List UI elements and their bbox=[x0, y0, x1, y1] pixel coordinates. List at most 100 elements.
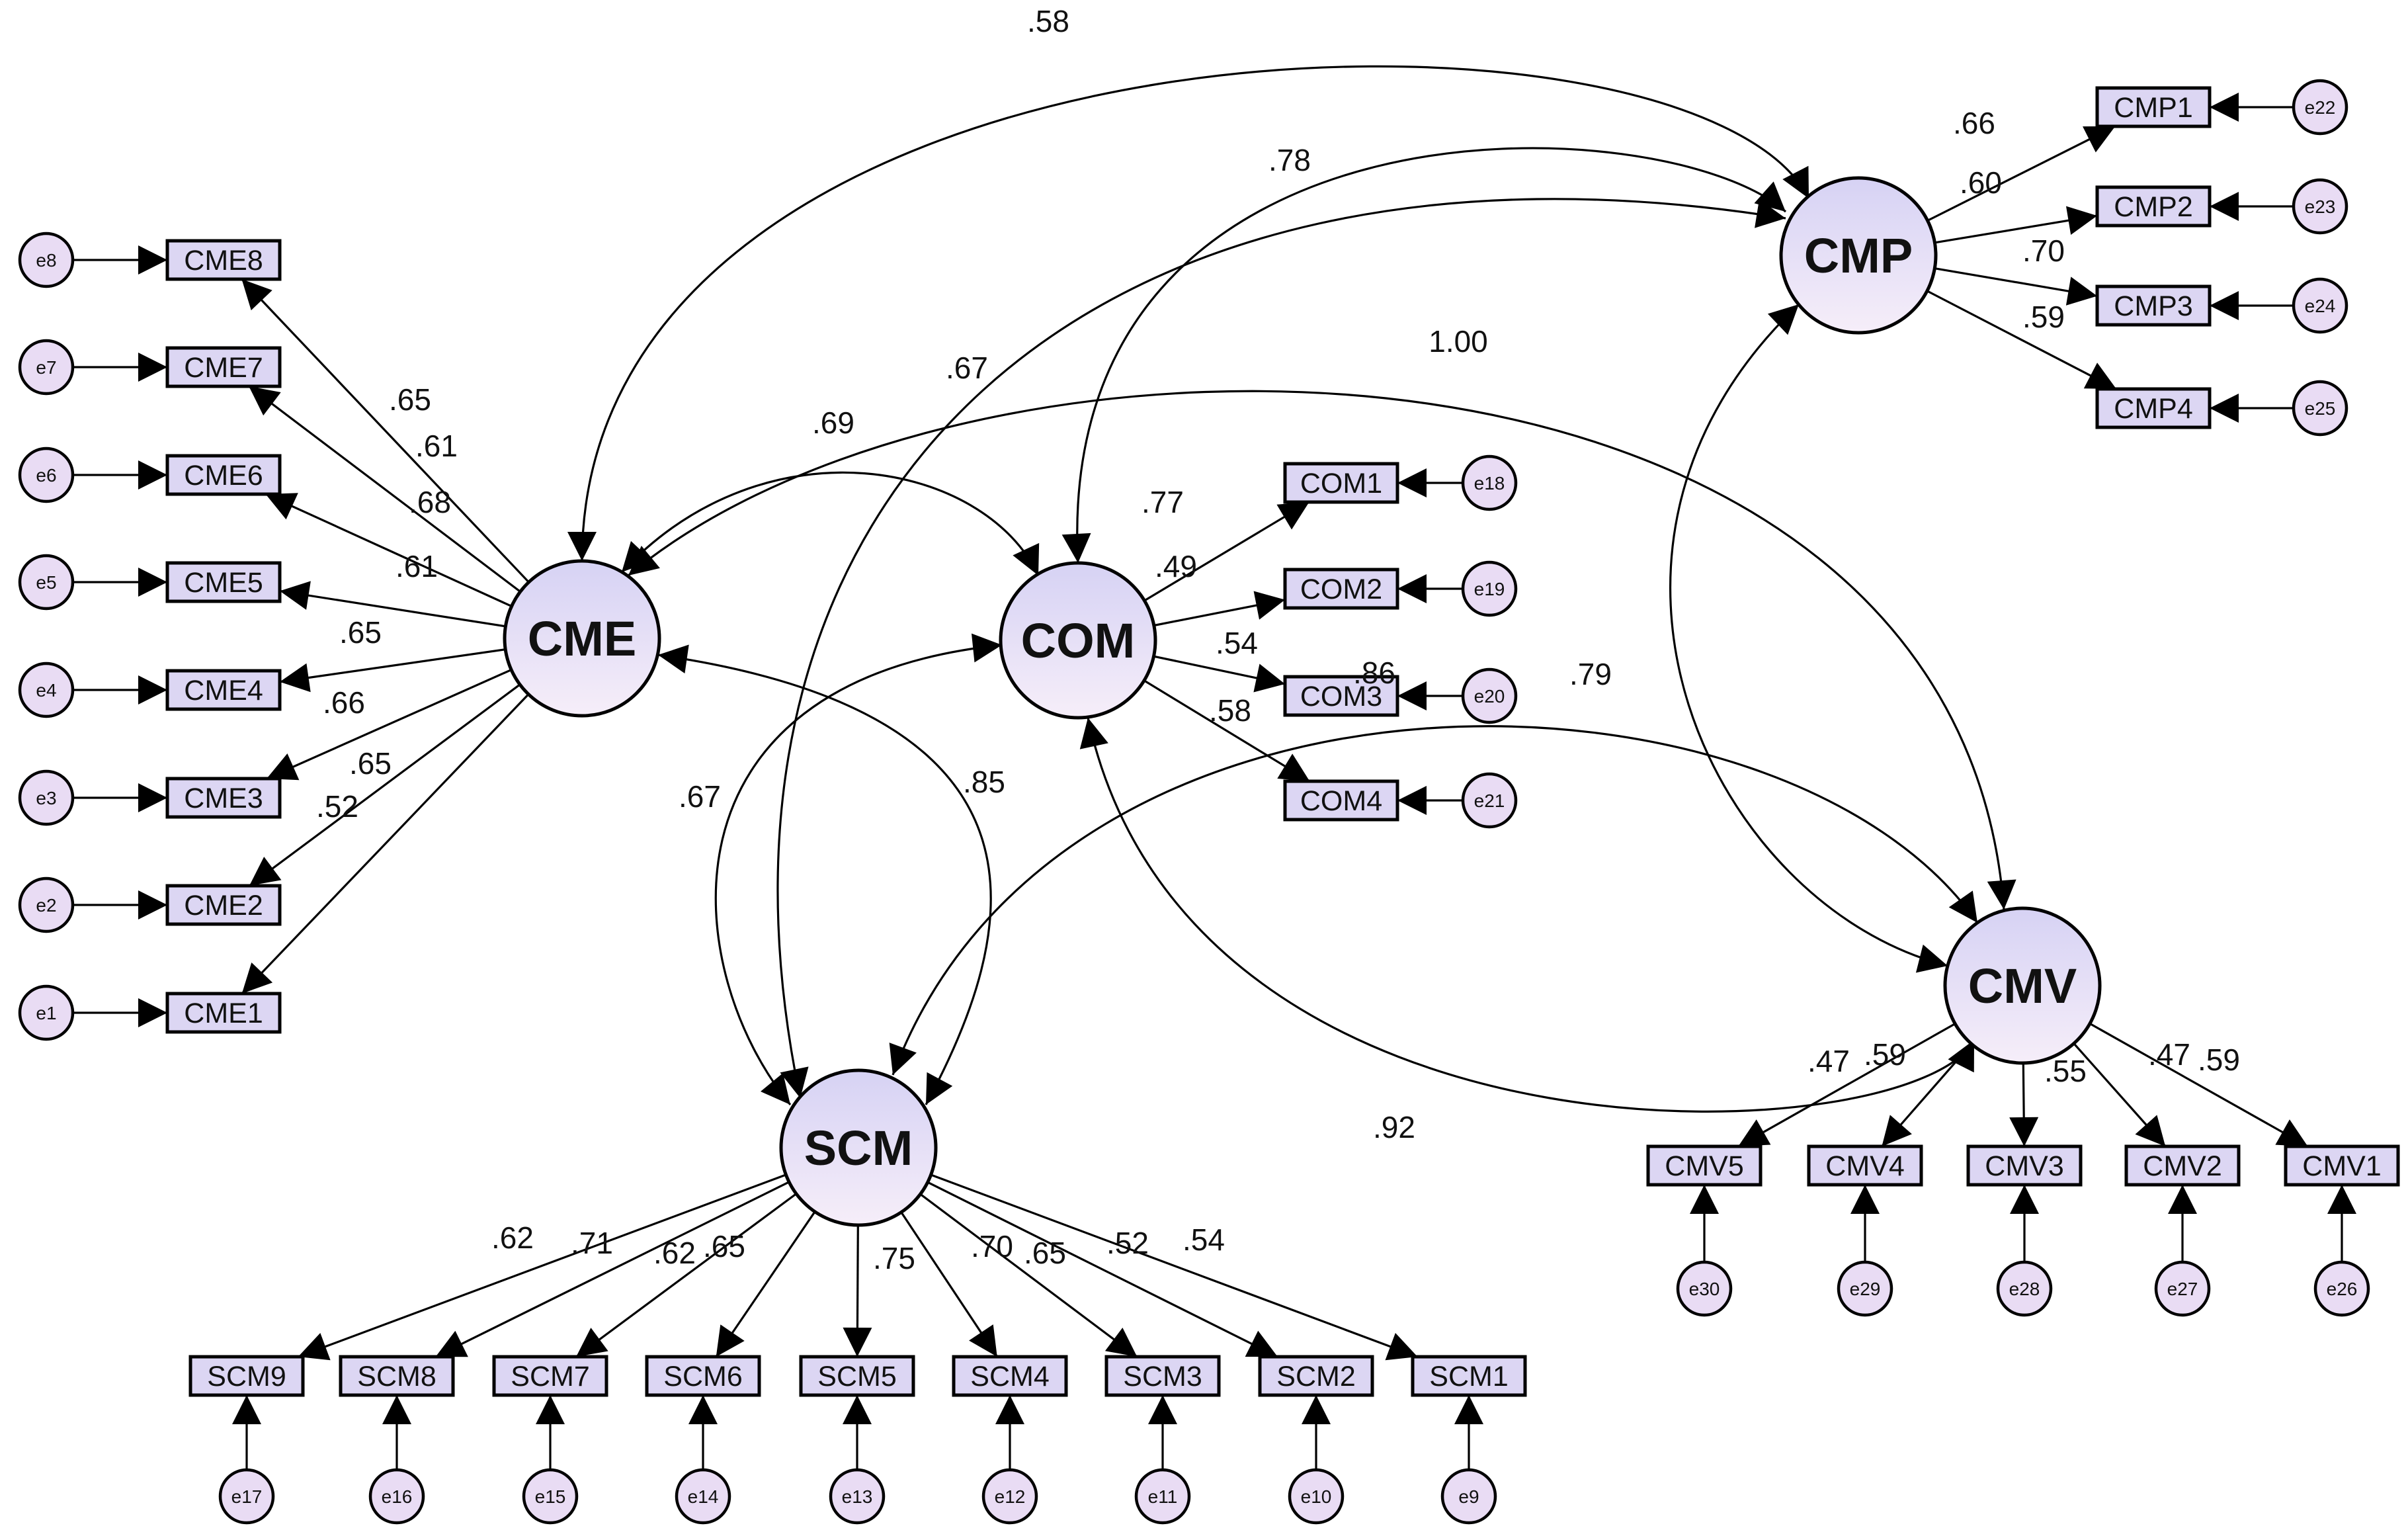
indicator-com4 bbox=[1283, 779, 1399, 822]
indicator-label-cmv4: CMV4 bbox=[1825, 1150, 1904, 1182]
indicator-cme3 bbox=[165, 777, 282, 819]
loading-path-cmv1 bbox=[2089, 1023, 2309, 1148]
loading-path-scm1 bbox=[931, 1174, 1418, 1361]
indicator-label-cme1: CME1 bbox=[184, 998, 263, 1029]
corr-value-cme_cmp: .58 bbox=[1027, 4, 1069, 38]
cov-cme-cmp bbox=[567, 65, 1810, 562]
corr-value-cmp_cmv: .79 bbox=[1569, 657, 1612, 691]
loading-path-cme6 bbox=[265, 493, 513, 607]
latent-label-cmv: CMV bbox=[1968, 959, 2077, 1013]
error-e13 bbox=[829, 1468, 886, 1525]
error-label-e9: e9 bbox=[1458, 1486, 1479, 1507]
corr-value-cme_scm: .85 bbox=[963, 765, 1005, 799]
indicator-com1 bbox=[1283, 462, 1399, 504]
loading-path-scm2 bbox=[927, 1181, 1278, 1358]
latent-label-cme: CME bbox=[528, 611, 636, 666]
indicator-label-com4: COM4 bbox=[1300, 785, 1382, 817]
loading-value-cme3: .66 bbox=[323, 685, 365, 720]
error-label-e13: e13 bbox=[842, 1486, 873, 1507]
indicator-label-scm1: SCM1 bbox=[1429, 1361, 1508, 1392]
error-label-e20: e20 bbox=[1474, 686, 1505, 706]
indicator-cme8 bbox=[165, 239, 282, 281]
indicator-cme6 bbox=[165, 454, 282, 496]
indicator-scm9 bbox=[188, 1355, 305, 1397]
indicator-label-cmp1: CMP1 bbox=[2114, 92, 2192, 124]
error-e8 bbox=[18, 232, 75, 288]
indicator-label-scm5: SCM5 bbox=[817, 1361, 896, 1392]
error-label-e26: e26 bbox=[2327, 1279, 2358, 1299]
error-label-e17: e17 bbox=[231, 1486, 263, 1507]
corr-value-cme_cmv: 1.00 bbox=[1429, 324, 1488, 359]
indicator-label-cmp4: CMP4 bbox=[2114, 393, 2192, 425]
indicator-cmv4 bbox=[1807, 1144, 1923, 1187]
loading-value-cmv4: .59 bbox=[1864, 1037, 1906, 1072]
loading-value-cme5: .61 bbox=[395, 549, 438, 583]
error-e11 bbox=[1134, 1468, 1191, 1525]
error-e6 bbox=[18, 447, 75, 503]
corr-value-com_cmp: .78 bbox=[1268, 143, 1311, 177]
indicator-com3 bbox=[1283, 675, 1399, 717]
error-e30 bbox=[1676, 1260, 1733, 1317]
error-e2 bbox=[18, 876, 75, 933]
loading-path-cmv3 bbox=[2009, 1062, 2039, 1147]
indicator-cme1 bbox=[165, 992, 282, 1034]
indicator-label-cmv3: CMV3 bbox=[1985, 1150, 2063, 1182]
error-label-e22: e22 bbox=[2305, 97, 2336, 118]
corr-value-scm_cmv: .86 bbox=[1353, 656, 1395, 690]
latent-scm bbox=[779, 1068, 938, 1227]
indicator-label-cmv5: CMV5 bbox=[1665, 1150, 1743, 1182]
indicator-cme5 bbox=[165, 561, 282, 603]
loading-path-cmp3 bbox=[1934, 267, 2098, 306]
error-e7 bbox=[18, 339, 75, 396]
error-label-e6: e6 bbox=[36, 465, 56, 486]
loading-path-scm3 bbox=[919, 1193, 1138, 1358]
error-e9 bbox=[1440, 1468, 1497, 1525]
error-label-e21: e21 bbox=[1474, 790, 1505, 811]
loading-path-cme7 bbox=[248, 385, 521, 593]
loading-value-cmv5: .47 bbox=[1807, 1044, 1850, 1078]
cov-cmp-cmv bbox=[1669, 303, 1948, 973]
latent-label-com: COM bbox=[1021, 613, 1136, 668]
error-label-e8: e8 bbox=[36, 250, 56, 271]
loading-path-scm5 bbox=[843, 1224, 872, 1357]
cov-scm-cmp bbox=[776, 198, 1786, 1099]
cov-cme-scm bbox=[657, 644, 992, 1105]
loading-value-scm8: .71 bbox=[571, 1226, 613, 1260]
error-label-e5: e5 bbox=[36, 572, 56, 593]
indicator-label-cme8: CME8 bbox=[184, 245, 263, 277]
error-label-e18: e18 bbox=[1474, 473, 1505, 493]
error-e10 bbox=[1288, 1468, 1345, 1525]
indicator-label-cme4: CME4 bbox=[184, 675, 263, 706]
corr-value-scm_cmp: .67 bbox=[946, 351, 988, 385]
indicator-cme4 bbox=[165, 669, 282, 711]
latent-cmp bbox=[1779, 176, 1938, 335]
indicator-scm3 bbox=[1104, 1355, 1221, 1397]
error-label-e7: e7 bbox=[36, 357, 56, 378]
loading-value-cme2: .65 bbox=[349, 746, 392, 781]
error-e19 bbox=[1461, 560, 1518, 617]
error-e5 bbox=[18, 554, 75, 611]
loading-path-cmv4 bbox=[1881, 1043, 1973, 1148]
error-label-e10: e10 bbox=[1301, 1486, 1332, 1507]
loading-value-cmp2: .60 bbox=[1960, 165, 2002, 200]
error-e22 bbox=[2292, 79, 2348, 136]
latent-label-scm: SCM bbox=[804, 1121, 913, 1175]
loading-path-cme5 bbox=[279, 581, 506, 628]
error-e26 bbox=[2313, 1260, 2370, 1317]
error-label-e30: e30 bbox=[1689, 1279, 1720, 1299]
error-label-e19: e19 bbox=[1474, 579, 1505, 599]
cov-cme-com bbox=[620, 471, 1040, 576]
loading-value-cme6: .68 bbox=[409, 485, 451, 519]
indicator-label-scm3: SCM3 bbox=[1123, 1361, 1202, 1392]
error-label-e2: e2 bbox=[36, 895, 56, 916]
indicator-label-scm7: SCM7 bbox=[511, 1361, 589, 1392]
indicator-label-scm8: SCM8 bbox=[357, 1361, 436, 1392]
loading-value-scm5: .75 bbox=[873, 1241, 915, 1275]
loading-path-cmv5 bbox=[1737, 1023, 1956, 1148]
indicator-cmp2 bbox=[2095, 185, 2212, 228]
error-e29 bbox=[1837, 1260, 1893, 1317]
indicator-label-cme5: CME5 bbox=[184, 567, 263, 599]
indicator-cmp3 bbox=[2095, 284, 2212, 327]
